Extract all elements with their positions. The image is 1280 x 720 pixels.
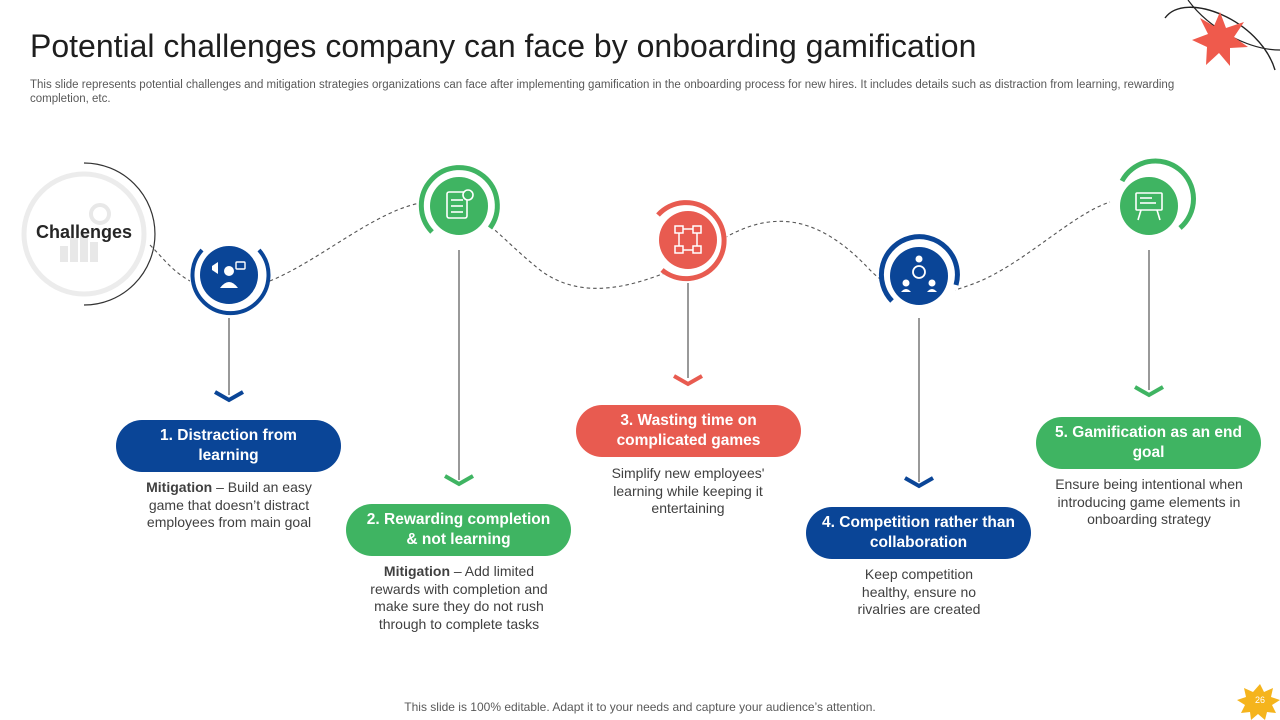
challenge-1-title: 1. Distraction from learning (116, 420, 341, 472)
mitigation-text: Keep competition healthy, ensure no riva… (857, 566, 981, 617)
challenge-2-title: 2. Rewarding completion & not learning (346, 504, 571, 556)
connector-3 (673, 283, 703, 387)
checklist-icon (446, 189, 474, 219)
challenge-5-description: Ensure being intentional when introducin… (1044, 476, 1254, 529)
connector-5 (1134, 250, 1164, 398)
challenges-label: Challenges (35, 222, 133, 242)
node-5 (1110, 158, 1196, 245)
team-icon (901, 255, 937, 292)
challenge-2-description: Mitigation – Add limited rewards with co… (359, 563, 559, 633)
red-star-shape (1192, 12, 1248, 66)
node-4 (878, 234, 960, 315)
challenge-1-description: Mitigation – Build an easy game that doe… (129, 479, 329, 532)
node-2 (418, 165, 500, 245)
page-badge-starburst (1237, 684, 1280, 720)
presenter-icon (212, 261, 246, 288)
decorative-swirl (1164, 6, 1276, 71)
chart-watermark-icon (60, 203, 111, 262)
flowchart-icon (674, 225, 702, 254)
mitigation-text: – Add limited rewards with completion an… (370, 563, 548, 632)
challenge-3-title: 3. Wasting time on complicated games (576, 405, 801, 457)
mitigation-label: Mitigation (146, 479, 213, 495)
mitigation-text: – Build an easy game that doesn’t distra… (146, 479, 312, 530)
node-3 (649, 200, 727, 282)
challenge-3-description: Simplify new employees' learning while k… (593, 465, 783, 518)
mitigation-label: Mitigation (383, 563, 451, 579)
page-number: 26 (1254, 695, 1265, 705)
challenge-4-title: 4. Competition rather than collaboration (806, 507, 1031, 559)
dashed-wave-path (149, 200, 1111, 296)
challenges-arc (83, 162, 156, 306)
challenge-4-description: Keep competition healthy, ensure no riva… (844, 566, 994, 619)
connector-1 (214, 318, 244, 403)
connector-2 (444, 250, 474, 487)
page-subtitle: This slide represents potential challeng… (30, 79, 1175, 105)
challenge-5-title: 5. Gamification as an end goal (1036, 417, 1261, 469)
mitigation-text: Simplify new employees' learning while k… (611, 465, 765, 516)
node-1 (189, 235, 271, 316)
board-icon (1135, 192, 1163, 221)
footer-note: This slide is 100% editable. Adapt it to… (404, 700, 876, 714)
connector-4 (904, 318, 934, 489)
page-title: Potential challenges company can face by… (30, 28, 977, 64)
mitigation-text: Ensure being intentional when introducin… (1055, 476, 1243, 527)
